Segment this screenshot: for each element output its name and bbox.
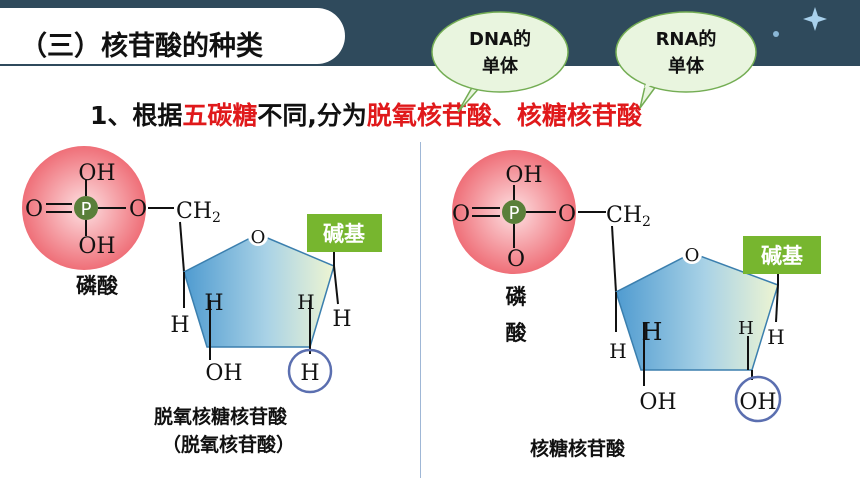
- phosphorus-atom: [74, 196, 98, 220]
- h-2prime: H: [300, 361, 319, 386]
- subtitle-sugar: 五碳糖: [182, 101, 258, 130]
- h-2prime-top: H: [297, 290, 314, 314]
- subtitle-types: 脱氧核苷酸、核糖核苷酸: [366, 101, 642, 130]
- oh-top: OH: [505, 163, 542, 188]
- rna-bubble-line2: 单体: [668, 55, 705, 77]
- h-1prime: H: [332, 307, 351, 332]
- oh-2prime: OH: [739, 390, 776, 415]
- p-symbol: P: [509, 203, 520, 224]
- o-bottom: O: [507, 247, 525, 272]
- phosphorus-atom: [502, 200, 526, 224]
- sparkle-icon: [803, 7, 827, 31]
- ribose-ring: [615, 252, 779, 371]
- o-double: O: [25, 197, 43, 222]
- rna-bubble: RNA的 单体: [615, 11, 757, 109]
- page-title: （三）核苷酸的种类: [20, 31, 263, 62]
- deoxyribonucleotide: P OH O O OH CH2 磷酸 O 碱基 H H OH H H H: [22, 146, 382, 394]
- h-3prime: H: [642, 318, 663, 346]
- right-caption: 核糖核苷酸: [530, 438, 626, 460]
- dna-bubble-line2: 单体: [482, 55, 519, 77]
- h-4prime: H: [609, 339, 626, 363]
- deoxyribose-ring: [183, 233, 335, 348]
- base-label: 碱基: [323, 222, 366, 246]
- left-caption-line1: 脱氧核糖核苷酸: [154, 406, 288, 428]
- oh-3prime: OH: [205, 361, 242, 386]
- ribonucleotide: P OH O O O CH2 磷 酸 O 碱基 H H OH H H OH: [452, 150, 821, 423]
- ring-oxygen: O: [685, 245, 700, 266]
- oh-bottom: OH: [78, 234, 115, 259]
- subtitle-middle: 不同,分为: [257, 101, 367, 130]
- p-symbol: P: [81, 199, 92, 220]
- left-caption-line2: （脱氧核苷酸）: [162, 434, 296, 456]
- base-box: [743, 236, 821, 274]
- o-double: O: [452, 202, 470, 227]
- phosphate-label-1: 磷: [506, 285, 527, 309]
- subtitle-prefix: 1、根据: [90, 101, 183, 130]
- h-4prime: H: [170, 313, 189, 338]
- title-tab: （三）核苷酸的种类: [0, 8, 345, 64]
- dna-bubble: DNA的 单体: [431, 11, 569, 113]
- base-label: 碱基: [761, 244, 804, 268]
- subtitle: 1、根据五碳糖不同,分为脱氧核苷酸、核糖核苷酸: [90, 96, 642, 132]
- o-bridge: O: [558, 202, 576, 227]
- oh-top: OH: [78, 161, 115, 186]
- highlight-circle: [287, 348, 333, 394]
- ch2-group: CH2: [176, 199, 221, 226]
- h-1prime: H: [767, 325, 784, 349]
- phosphate-label-2: 酸: [506, 321, 528, 345]
- divider-line: [420, 142, 421, 478]
- h-3prime: H: [204, 291, 223, 316]
- ch2-group: CH2: [606, 203, 651, 230]
- dna-bubble-line1: DNA的: [469, 28, 531, 50]
- phosphate-label: 磷酸: [76, 274, 119, 298]
- h-2prime-top: H: [738, 318, 754, 339]
- ring-oxygen: O: [251, 227, 266, 248]
- decor-dot: [773, 31, 779, 37]
- o-bridge: O: [129, 197, 147, 222]
- highlight-circle: [734, 375, 782, 423]
- base-box: [307, 214, 382, 252]
- rna-bubble-line1: RNA的: [656, 28, 717, 50]
- oh-3prime: OH: [639, 390, 676, 415]
